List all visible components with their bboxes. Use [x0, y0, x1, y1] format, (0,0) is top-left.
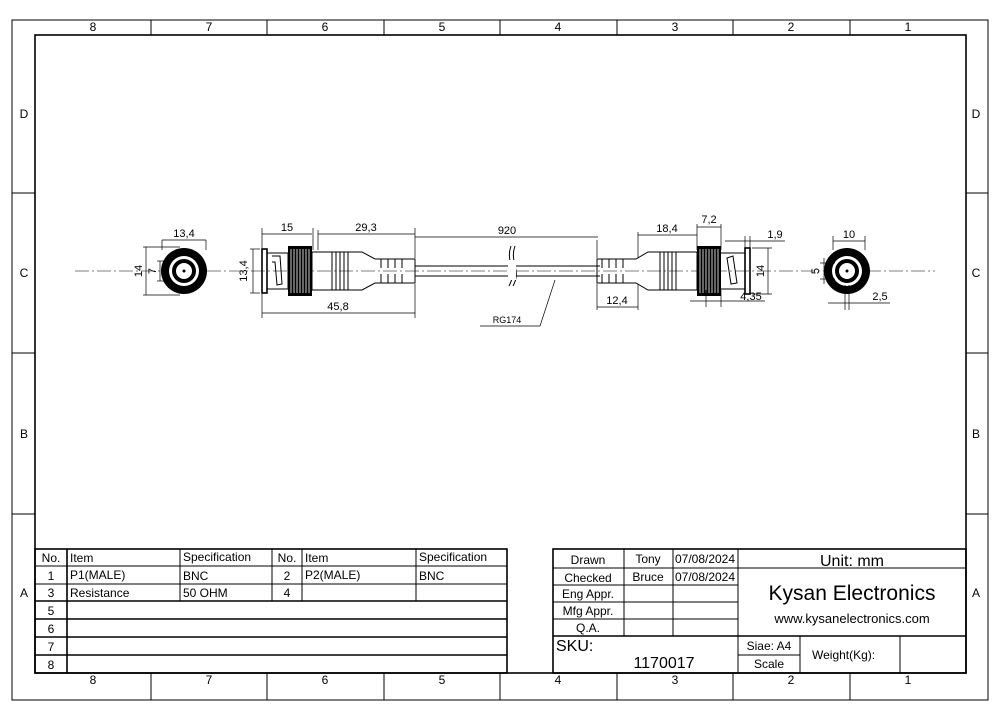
zone-ticks: [12, 20, 988, 700]
svg-text:5: 5: [439, 20, 446, 34]
svg-text:Siae: A4: Siae: A4: [747, 639, 792, 653]
svg-text:4,35: 4,35: [740, 291, 761, 303]
svg-text:No.: No.: [278, 551, 297, 565]
svg-text:10: 10: [843, 229, 855, 241]
svg-text:3: 3: [672, 673, 679, 687]
svg-text:15: 15: [281, 222, 293, 234]
svg-text:P2(MALE): P2(MALE): [305, 568, 360, 582]
svg-text:3: 3: [672, 20, 679, 34]
svg-text:SKU:: SKU:: [556, 638, 593, 655]
inner-border: [34, 34, 967, 674]
svg-text:D: D: [20, 107, 29, 121]
svg-text:1: 1: [48, 569, 55, 583]
svg-text:50 OHM: 50 OHM: [183, 586, 228, 600]
svg-text:Scale: Scale: [754, 657, 784, 671]
column-labels-top: 8 7 6 5 4 3 2 1: [90, 20, 912, 34]
company-website: www.kysanelectronics.com: [773, 611, 929, 626]
svg-text:RG174: RG174: [493, 315, 522, 325]
svg-text:4: 4: [284, 586, 291, 600]
svg-text:Specification: Specification: [419, 550, 487, 564]
table-row: 3 Resistance 50 OHM 4: [48, 586, 291, 600]
svg-text:14: 14: [755, 265, 767, 277]
svg-text:Tony: Tony: [635, 552, 660, 566]
svg-text:12,4: 12,4: [606, 295, 627, 307]
svg-text:Checked: Checked: [564, 571, 611, 585]
svg-text:D: D: [972, 107, 981, 121]
svg-text:5: 5: [439, 673, 446, 687]
svg-text:Drawn: Drawn: [571, 553, 606, 567]
svg-text:2: 2: [788, 673, 795, 687]
svg-text:P1(MALE): P1(MALE): [70, 568, 125, 582]
svg-text:1: 1: [905, 20, 912, 34]
svg-text:A: A: [20, 586, 28, 600]
svg-text:BNC: BNC: [183, 569, 209, 583]
svg-text:2,5: 2,5: [872, 291, 887, 303]
svg-text:1,9: 1,9: [767, 229, 782, 241]
svg-text:Q.A.: Q.A.: [576, 621, 600, 635]
svg-text:C: C: [20, 266, 29, 280]
bom-table: No. Item Specification No. Item Specific…: [34, 548, 508, 674]
right-end-view: 10 5 2,5: [810, 229, 890, 310]
svg-text:4: 4: [555, 20, 562, 34]
svg-text:29,3: 29,3: [355, 222, 376, 234]
table-row: 1 P1(MALE) BNC 2 P2(MALE) BNC: [48, 568, 445, 583]
svg-text:B: B: [20, 427, 28, 441]
svg-text:6: 6: [322, 20, 329, 34]
title-block: Drawn Tony 07/08/2024 Checked Bruce 07/0…: [552, 548, 967, 674]
svg-text:7: 7: [206, 20, 213, 34]
svg-text:8: 8: [90, 20, 97, 34]
company-name: Kysan Electronics: [769, 582, 936, 605]
svg-text:BNC: BNC: [419, 569, 445, 583]
svg-text:8: 8: [90, 673, 97, 687]
svg-text:C: C: [972, 266, 981, 280]
svg-text:3: 3: [48, 586, 55, 600]
row-labels: D C B A D C B A: [20, 107, 981, 600]
svg-text:6: 6: [322, 673, 329, 687]
svg-text:Bruce: Bruce: [632, 570, 664, 584]
svg-text:Mfg Appr.: Mfg Appr.: [563, 604, 614, 618]
svg-text:No.: No.: [42, 551, 61, 565]
svg-text:13,4: 13,4: [238, 260, 250, 281]
svg-text:5: 5: [810, 268, 822, 274]
right-connector: 18,4 7,2 1,9 12,4 4,35 14: [596, 214, 785, 310]
svg-text:920: 920: [498, 225, 516, 237]
svg-text:A: A: [972, 586, 980, 600]
svg-text:7,2: 7,2: [701, 214, 716, 226]
svg-text:Item: Item: [70, 551, 93, 565]
svg-text:B: B: [972, 427, 980, 441]
svg-text:07/08/2024: 07/08/2024: [675, 552, 735, 566]
svg-text:5: 5: [48, 604, 55, 618]
svg-text:Specification: Specification: [183, 550, 251, 564]
svg-text:2: 2: [788, 20, 795, 34]
svg-text:07/08/2024: 07/08/2024: [675, 570, 735, 584]
svg-text:1: 1: [905, 673, 912, 687]
svg-text:7: 7: [206, 673, 213, 687]
cable: 920 RG174: [415, 225, 600, 327]
left-end-view: 13,4 14 7: [133, 228, 207, 296]
svg-text:13,4: 13,4: [173, 228, 194, 240]
svg-text:45,8: 45,8: [327, 301, 348, 313]
svg-text:Resistance: Resistance: [70, 586, 130, 600]
svg-text:7: 7: [147, 268, 159, 274]
svg-text:4: 4: [555, 673, 562, 687]
svg-text:14: 14: [133, 265, 145, 277]
svg-text:7: 7: [48, 640, 55, 654]
svg-text:8: 8: [48, 658, 55, 672]
svg-text:Weight(Kg):: Weight(Kg):: [812, 648, 875, 662]
svg-text:18,4: 18,4: [656, 223, 677, 235]
svg-text:Eng Appr.: Eng Appr.: [562, 587, 614, 601]
column-labels-bottom: 8 7 6 5 4 3 2 1: [90, 673, 912, 687]
left-connector: 15 29,3 45,8 13,4: [238, 222, 416, 318]
svg-text:Unit: mm: Unit: mm: [820, 553, 884, 570]
svg-text:2: 2: [284, 569, 291, 583]
sku-value: 1170017: [633, 655, 694, 672]
svg-text:6: 6: [48, 622, 55, 636]
svg-text:Item: Item: [305, 551, 328, 565]
